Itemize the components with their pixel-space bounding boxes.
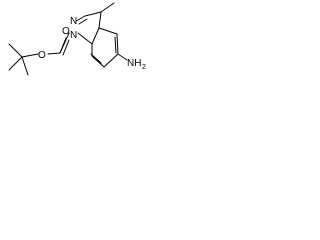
molecule-structure: N N O O NH 2 xyxy=(8,2,146,76)
bond xyxy=(59,32,70,54)
amine-subscript: 2 xyxy=(142,64,146,71)
structure-canvas: N N O O NH 2 xyxy=(0,0,150,86)
bond xyxy=(75,15,86,22)
bond xyxy=(8,43,23,58)
bond xyxy=(77,32,93,45)
bond xyxy=(21,53,39,58)
bond xyxy=(8,56,23,71)
bond xyxy=(103,53,119,68)
bond xyxy=(91,55,105,68)
bond xyxy=(84,11,102,17)
carbonyl-oxygen-label: O xyxy=(62,26,70,37)
bond xyxy=(100,2,115,13)
nitrogen-n1-label: N xyxy=(70,30,77,41)
bond xyxy=(91,27,100,45)
bond xyxy=(21,56,29,76)
ester-oxygen-label: O xyxy=(38,50,46,61)
bond xyxy=(116,33,119,55)
bond xyxy=(90,53,102,64)
bond xyxy=(117,53,128,61)
bond xyxy=(98,11,102,29)
bond xyxy=(47,52,61,55)
bond xyxy=(114,36,117,54)
bond xyxy=(98,27,118,35)
nitrogen-n2-label: N xyxy=(70,16,77,27)
bond xyxy=(78,18,88,25)
bond xyxy=(62,39,70,56)
amine-label: NH xyxy=(127,58,141,69)
